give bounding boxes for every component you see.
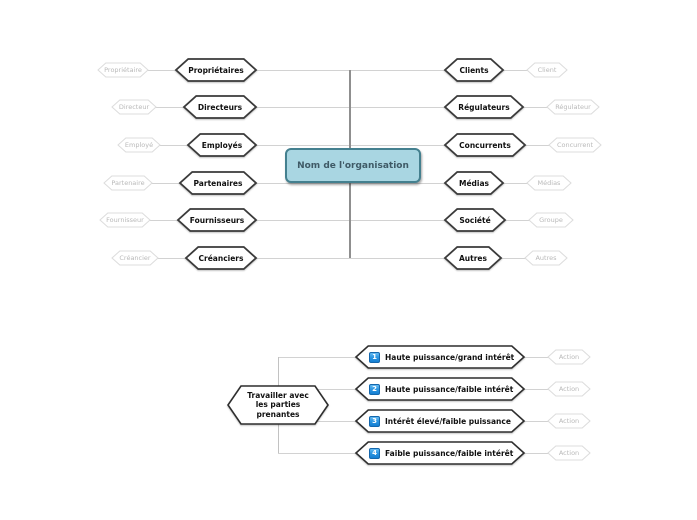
subnode-label: Autres [535,254,557,262]
item-label: Intérêt élevé/faible puissance [385,416,511,426]
action-subnode-1[interactable]: Action [547,349,591,365]
node-creanciers[interactable]: Créanciers [184,246,258,270]
subnode-directeur[interactable]: Directeur [111,99,157,115]
subnode-label: Régulateur [555,103,591,111]
subnode-partenaire[interactable]: Partenaire [103,175,153,191]
subnode-label: Concurrent [556,141,594,149]
subnode-regulateur[interactable]: Régulateur [546,99,600,115]
action-label: Action [558,385,580,393]
subnode-label: Créancier [119,254,151,262]
priority-4-badge: 4 [369,447,380,459]
subnode-label: Directeur [118,103,150,111]
subnode-concurrent[interactable]: Concurrent [548,137,602,153]
node-proprietaires[interactable]: Propriétaires [174,58,258,82]
subnode-label: Médias [537,179,561,187]
item-2-node[interactable]: 2 Haute puissance/faible intérêt [354,377,526,401]
action-label: Action [558,449,580,457]
node-fournisseurs[interactable]: Fournisseurs [176,208,258,232]
subnode-label: Groupe [539,216,563,224]
engage-parent-node[interactable]: Travailler avec les parties prenantes [227,385,329,425]
action-subnode-2[interactable]: Action [547,381,591,397]
subnode-label: Propriétaire [104,66,142,74]
item-label: Faible puissance/faible intérêt [385,448,514,458]
node-label: Propriétaires [188,65,244,75]
node-societe[interactable]: Société [443,208,507,232]
node-label: Société [459,215,491,225]
subnode-employe[interactable]: Employé [117,137,161,153]
subnode-proprietaire[interactable]: Propriétaire [97,62,149,78]
subnode-label: Client [537,66,557,74]
node-label: Créanciers [198,253,244,263]
item-3-node[interactable]: 3 Intérêt élevé/faible puissance [354,409,526,433]
node-label: Clients [459,65,489,75]
node-label: Régulateurs [458,102,510,112]
node-clients[interactable]: Clients [443,58,505,82]
node-directeurs[interactable]: Directeurs [182,95,258,119]
node-label: Autres [459,253,487,263]
item-4-node[interactable]: 4 Faible puissance/faible intérêt [354,441,526,465]
subnode-label: Partenaire [111,179,145,187]
node-medias[interactable]: Médias [443,171,505,195]
node-label: Concurrents [459,140,511,150]
node-partenaires[interactable]: Partenaires [178,171,258,195]
action-subnode-4[interactable]: Action [547,445,591,461]
subnode-autres[interactable]: Autres [524,250,568,266]
node-label: Directeurs [197,102,243,112]
action-label: Action [558,417,580,425]
node-label: Partenaires [193,178,243,188]
node-employes[interactable]: Employés [186,133,258,157]
node-label: Employés [201,140,243,150]
priority-1-badge: 1 [369,351,380,363]
node-label: Fournisseurs [189,215,245,225]
subnode-label: Fournisseur [106,216,144,224]
org-name-node[interactable]: Nom de l'organisation [285,148,421,183]
item-1-node[interactable]: 1 Haute puissance/grand intérêt [354,345,526,369]
subnode-medias[interactable]: Médias [526,175,572,191]
node-concurrents[interactable]: Concurrents [443,133,527,157]
subnode-fournisseur[interactable]: Fournisseur [99,212,151,228]
priority-2-badge: 2 [369,383,380,395]
action-label: Action [558,353,580,361]
subnode-client[interactable]: Client [526,62,568,78]
node-label: Médias [458,178,489,188]
subnode-groupe[interactable]: Groupe [528,212,574,228]
item-label: Haute puissance/grand intérêt [385,352,515,362]
node-autres[interactable]: Autres [443,246,503,270]
node-regulateurs[interactable]: Régulateurs [443,95,525,119]
subnode-label: Employé [124,141,154,149]
action-subnode-3[interactable]: Action [547,413,591,429]
item-label: Haute puissance/faible intérêt [385,384,514,394]
engage-parent-label: Travailler avec les parties prenantes [247,390,309,419]
subnode-creancier[interactable]: Créancier [111,250,159,266]
org-name-label: Nom de l'organisation [297,160,409,171]
priority-3-badge: 3 [369,415,380,427]
